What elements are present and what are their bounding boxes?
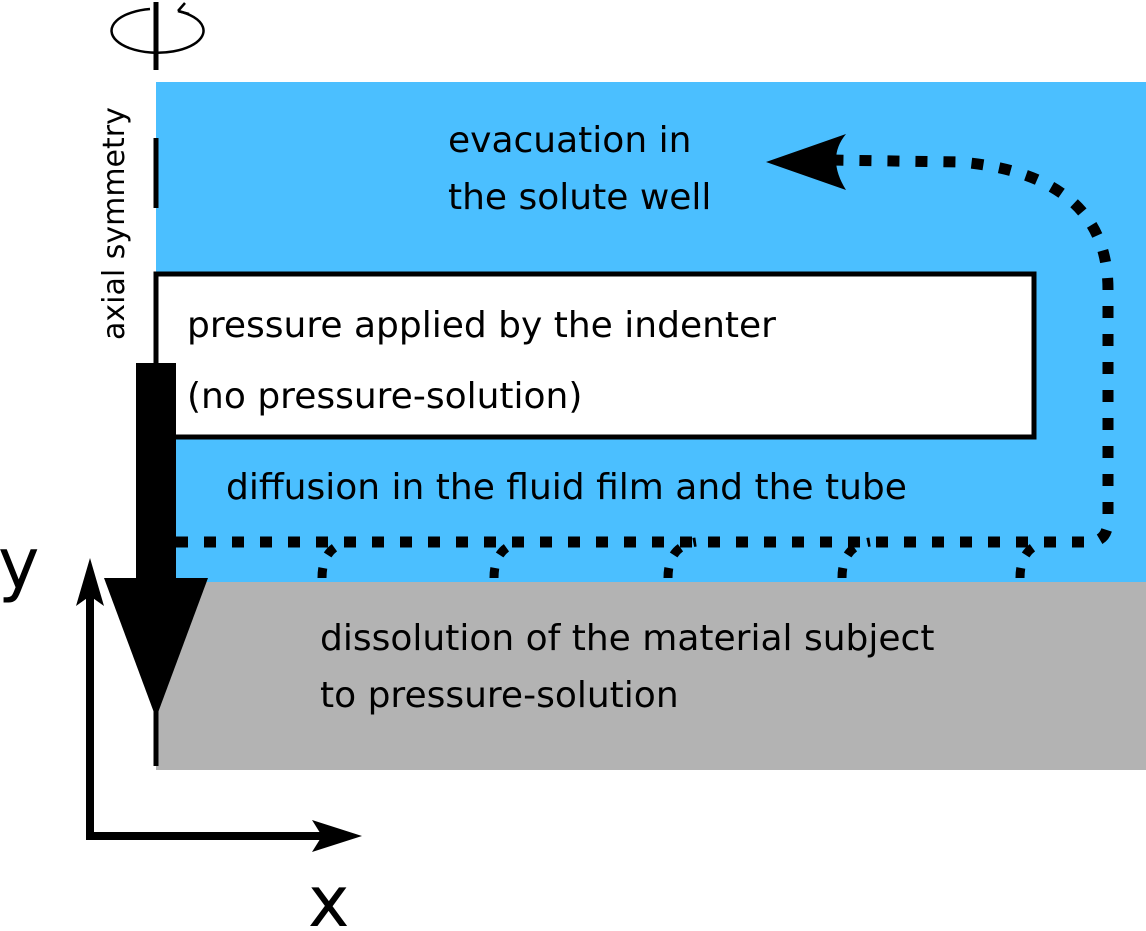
indenter-label-line-2: (no pressure-solution) <box>187 376 582 417</box>
axial-symmetry-label: axial symmetry <box>97 107 132 340</box>
x-axis-label: x <box>308 861 349 931</box>
indenter-label-line-1: pressure applied by the indenter <box>187 305 776 346</box>
dissolution-label-line-1: dissolution of the material subject <box>320 618 934 659</box>
material-region <box>156 582 1146 770</box>
rotation-arrow-icon <box>110 2 205 54</box>
evacuation-label-line-2: the solute well <box>448 177 711 218</box>
coordinate-axes <box>86 574 340 840</box>
dissolution-label-line-2: to pressure-solution <box>320 675 679 716</box>
diffusion-label: diffusion in the fluid film and the tube <box>226 467 907 508</box>
x-axis-arrow-icon <box>312 820 362 852</box>
dotted-flow-arrow-icon <box>176 134 1114 579</box>
y-axis-label: y <box>0 523 39 605</box>
down-arrow-icon <box>104 363 208 718</box>
y-axis-arrow-icon <box>76 558 104 606</box>
evacuation-label-line-1: evacuation in <box>448 120 691 161</box>
indenter-box <box>153 271 1037 440</box>
